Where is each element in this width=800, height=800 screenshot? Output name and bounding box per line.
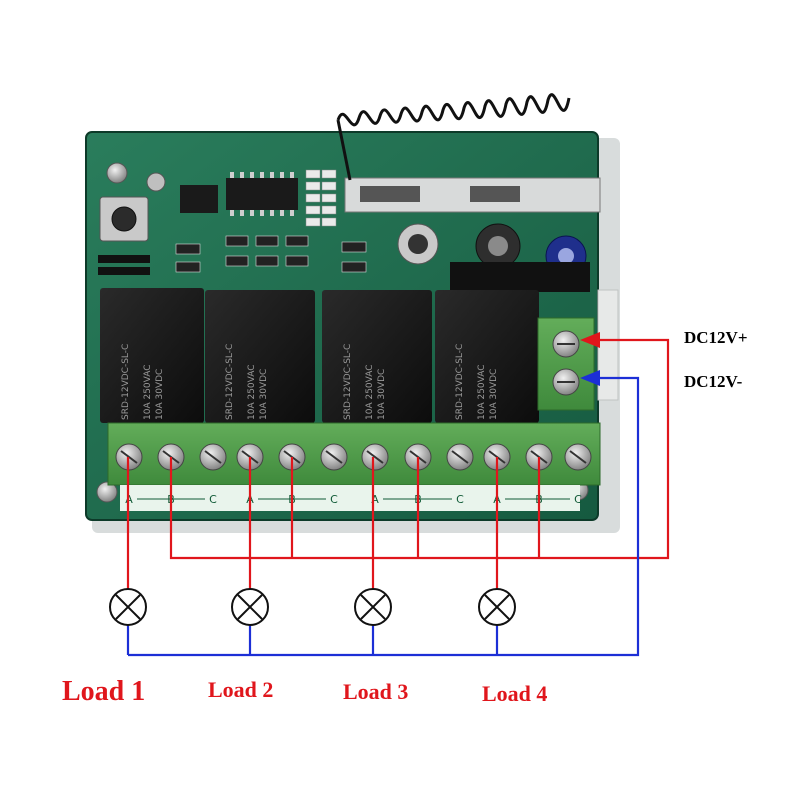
terminal-pin-label: C: [209, 493, 217, 506]
arrow-icon: [580, 370, 600, 386]
relay-marking: 10A 250VAC: [477, 364, 487, 420]
wiring: [126, 332, 670, 657]
relay-marking: 10A 250VAC: [143, 364, 153, 420]
load-label: Load 1: [62, 676, 145, 707]
loads: Load 1 Load 2 Load 3 Load 4: [62, 588, 547, 707]
antenna-lead: [336, 119, 352, 181]
terminal-pin-label: C: [574, 493, 582, 506]
screw-slot: [204, 450, 222, 464]
load-label: Load 2: [208, 677, 273, 702]
terminal-pin-label: C: [456, 493, 464, 506]
led-indicator: [146, 172, 166, 192]
terminal-pin-label: A: [125, 493, 133, 506]
lamp-cross: [484, 594, 510, 620]
rf-module-parts: [360, 186, 520, 202]
relay-block: [322, 290, 432, 423]
ic-chip: [226, 178, 298, 210]
relay-marking: 10A 30VDC: [489, 369, 499, 420]
load-2: Load 2: [208, 588, 273, 702]
power-terminal-block: [537, 317, 595, 411]
resistor-array: [305, 169, 337, 227]
relay-marking: SRD-12VDC-SL-C: [121, 344, 131, 420]
relay-markings: SRD-12VDC-SL-C 10A 250VAC 10A 30VDC SRD-…: [121, 344, 499, 420]
relays: [100, 288, 539, 423]
load-label: Load 3: [343, 679, 408, 704]
ic-chip: [180, 185, 218, 213]
output-terminal-strip: [107, 422, 601, 486]
negative-bus-wire: [128, 376, 640, 657]
terminal-pin-label: C: [330, 493, 338, 506]
lamp-cross: [115, 594, 141, 620]
load-1: Load 1: [62, 588, 147, 707]
arrow-icon: [580, 332, 600, 348]
relay-marking: 10A 30VDC: [155, 369, 165, 420]
relay-block: [205, 290, 315, 423]
dc-negative-label: DC12V-: [684, 372, 743, 391]
relay-marking: SRD-12VDC-SL-C: [343, 344, 353, 420]
relay-marking: SRD-12VDC-SL-C: [455, 344, 465, 420]
terminal-label-strip: [120, 485, 580, 511]
relay-marking: 10A 30VDC: [259, 369, 269, 420]
lamp-cross: [360, 594, 386, 620]
relay-marking: SRD-12VDC-SL-C: [225, 344, 235, 420]
capacitor-icon: [475, 223, 521, 269]
screw-icon: [96, 481, 118, 503]
load-3: Load 3: [343, 588, 408, 704]
board-edge-strip: [597, 289, 619, 401]
terminal-pin-label: A: [371, 493, 379, 506]
smd-components: [175, 235, 367, 273]
antenna-coil: [336, 93, 571, 127]
dark-component: [450, 262, 590, 292]
positive-bus-wire: [169, 338, 670, 560]
relay-marking: 10A 30VDC: [377, 369, 387, 420]
relay-block: [435, 290, 539, 423]
learn-button: [99, 196, 149, 242]
dc-positive-label: DC12V+: [684, 328, 748, 347]
relay-marking: 10A 250VAC: [247, 364, 257, 420]
capacitor-icon: [397, 223, 439, 265]
screw-slot: [366, 450, 384, 464]
ic-pins: [230, 172, 294, 216]
header-pins: [98, 255, 150, 275]
load-4: Load 4: [478, 588, 547, 706]
screw-slot: [325, 450, 343, 464]
relay-marking: 10A 250VAC: [365, 364, 375, 420]
relay-block: [100, 288, 204, 423]
screw-icon: [106, 162, 128, 184]
screw-slot: [569, 450, 587, 464]
load-label: Load 4: [482, 681, 547, 706]
screw-slot: [451, 450, 469, 464]
lamp-cross: [237, 594, 263, 620]
